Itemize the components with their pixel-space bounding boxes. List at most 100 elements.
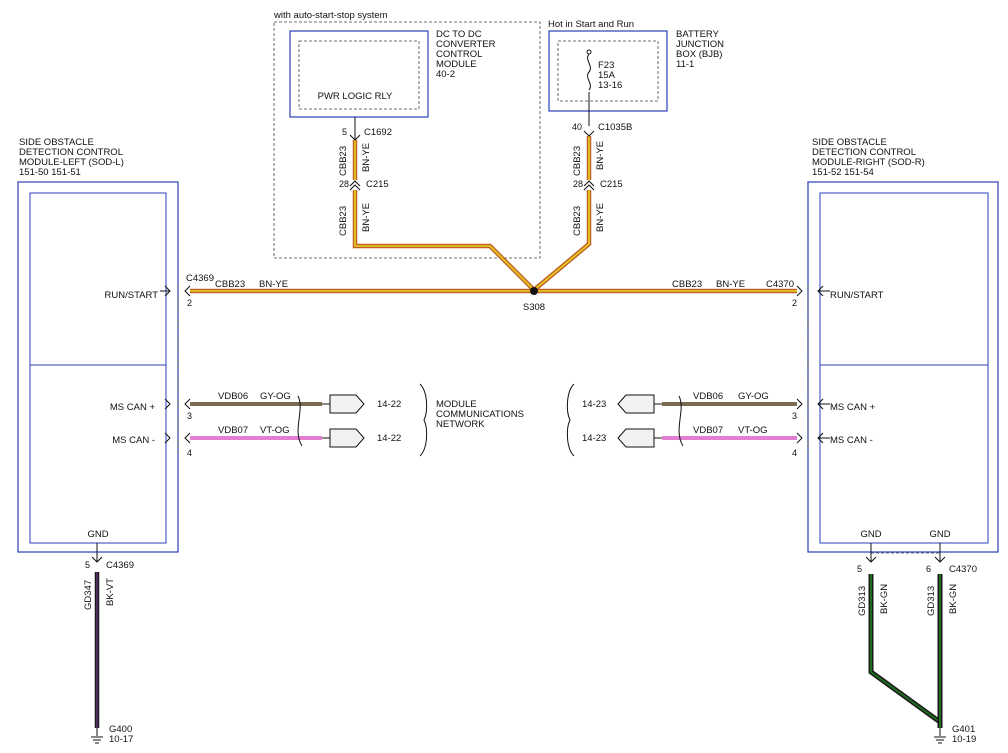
left-can-plus-module-arrow [164, 398, 171, 410]
dcdc-wire-lower-outer [352, 190, 536, 292]
left-runstart-pin: 2 [187, 298, 192, 308]
dcdc-wire-lower-inner [354, 190, 535, 291]
right-module-title-4: 151-52 151-54 [812, 167, 874, 178]
left-can-plus-arrow [184, 398, 191, 410]
bjb-module: Hot in Start and Run BATTERY JUNCTION BO… [548, 19, 724, 133]
network-label-group: MODULE COMMUNICATIONS NETWORK [419, 383, 575, 457]
left-can-minus-ref: 14-22 [377, 433, 401, 444]
splice-label: S308 [523, 302, 545, 313]
right-module-title-1: SIDE OBSTACLE [812, 137, 887, 148]
can-circuits: VDB06 GY-OG 3 VDB07 VT-OG 4 14-22 14-22 … [164, 391, 830, 458]
right-gnd2-label: GND [929, 529, 950, 540]
bn-ye-circuit: S308 [190, 92, 797, 313]
left-module-inner-box-upper [29, 192, 167, 366]
dcdc-title-2: CONVERTER [436, 39, 496, 50]
right-module: SIDE OBSTACLE DETECTION CONTROL MODULE-R… [807, 137, 999, 554]
right-module-inner-box-lower [819, 364, 989, 544]
bjb-upper-cbb23: CBB23 [572, 146, 583, 176]
c215-left-arrow-2 [349, 184, 361, 191]
left-can-plus-color: GY-OG [260, 391, 291, 402]
dcdc-title-1: DC TO DC [436, 29, 482, 40]
dcdc-pin: 5 [342, 127, 347, 137]
left-ground-circuit: 5 C4369 GD347 BK-VT G400 10-17 [83, 543, 134, 745]
bjb-pin: 40 [572, 122, 582, 132]
dcdc-relay-label: PWR LOGIC RLY [318, 91, 393, 102]
left-module: SIDE OBSTACLE DETECTION CONTROL MODULE-L… [17, 137, 179, 553]
bjb-wire-lower-outer [532, 190, 592, 292]
left-can-plus-ref: 14-22 [377, 399, 401, 410]
right-runstart-label: RUN/START [830, 290, 884, 301]
right-bus-bnye: BN-YE [716, 279, 745, 290]
left-can-minus-circuit: VDB07 [218, 425, 248, 436]
right-mscan-plus-label: MS CAN + [830, 402, 876, 413]
right-can-plus-offpage [617, 394, 655, 414]
right-can-minus-color: VT-OG [738, 425, 768, 436]
left-can-minus-color: VT-OG [260, 425, 290, 436]
c215-left-label: C215 [366, 179, 389, 190]
auto-start-stop-boundary [273, 21, 541, 259]
bjb-title-2: JUNCTION [676, 39, 724, 50]
left-module-title-3: MODULE-LEFT (SOD-L) [19, 157, 124, 168]
left-module-title-2: DETECTION CONTROL [19, 147, 123, 158]
g400-ref: 10-17 [109, 734, 133, 745]
dcdc-title-4: MODULE [436, 59, 477, 70]
c4370-label: C4370 [766, 279, 794, 290]
dcdc-upper-cbb23: CBB23 [338, 146, 349, 176]
right-gnd1-label: GND [860, 529, 881, 540]
bjb-title-3: BOX (BJB) [676, 49, 722, 60]
left-network-brace [419, 383, 428, 457]
right-network-brace [566, 383, 575, 457]
left-gnd-circuit: GD347 [83, 580, 94, 610]
right-module-inner-box-upper [819, 192, 989, 366]
splice-s308 [530, 287, 538, 295]
right-gnd1-pin: 5 [857, 564, 862, 574]
right-can-minus-offpage [617, 428, 655, 448]
right-gnd1-color: BK-GN [879, 584, 890, 614]
left-can-plus-circuit: VDB06 [218, 391, 248, 402]
left-gnd-pin: 5 [85, 560, 90, 570]
right-twist-symbol [678, 395, 684, 447]
right-gnd2-arrow [934, 556, 946, 563]
c4369-label: C4369 [186, 273, 214, 284]
bjb-lower-cbb23: CBB23 [572, 206, 583, 236]
left-mscan-plus-label: MS CAN + [110, 402, 156, 413]
network-label-3: NETWORK [436, 419, 485, 430]
left-twist-symbol [297, 395, 303, 447]
c1035b-arrow [583, 130, 595, 137]
bjb-lower-bnye: BN-YE [595, 203, 606, 232]
dcdc-title-3: CONTROL [436, 49, 482, 60]
bjb-fuse-box [557, 40, 659, 102]
dcdc-lower-cbb23: CBB23 [338, 206, 349, 236]
c215-right-label: C215 [600, 179, 623, 190]
c215-right-arrow-2 [583, 184, 595, 191]
right-gnd-conn: C4370 [949, 564, 977, 575]
dcdc-title-5: 40-2 [436, 69, 455, 80]
left-can-minus-arrow [184, 432, 191, 444]
left-runstart-label: RUN/START [105, 290, 159, 301]
fuse-label-3: 13-16 [598, 80, 622, 91]
c215-right-arrow [583, 180, 595, 187]
left-gnd-label: GND [87, 529, 108, 540]
left-gnd-conn: C4369 [106, 560, 134, 571]
bjb-conn: C1035B [598, 122, 632, 133]
bjb-upper-bnye: BN-YE [595, 141, 606, 170]
c215-left-arrow [349, 180, 361, 187]
left-bus-bnye: BN-YE [259, 279, 288, 290]
right-runstart-pin: 2 [792, 298, 797, 308]
right-can-plus-arrow [796, 398, 803, 410]
c215-left-pin: 28 [339, 179, 349, 189]
left-can-minus-offpage [329, 428, 365, 448]
right-gnd1-circuit: GD313 [857, 586, 868, 616]
fuse-label-1: F23 [598, 60, 614, 71]
left-module-title-4: 151-50 151-51 [19, 167, 81, 178]
network-label-1: MODULE [436, 399, 477, 410]
right-can-minus-arrow [796, 432, 803, 444]
bjb-title-4: 11-1 [676, 59, 694, 70]
right-gnd1-wire-inner [870, 574, 941, 723]
right-gnd1-arrow [865, 556, 877, 563]
right-can-plus-pin: 3 [792, 411, 797, 421]
fuse-symbol [587, 53, 591, 91]
dcdc-relay-box [298, 40, 420, 110]
left-can-minus-pin: 4 [187, 448, 192, 458]
